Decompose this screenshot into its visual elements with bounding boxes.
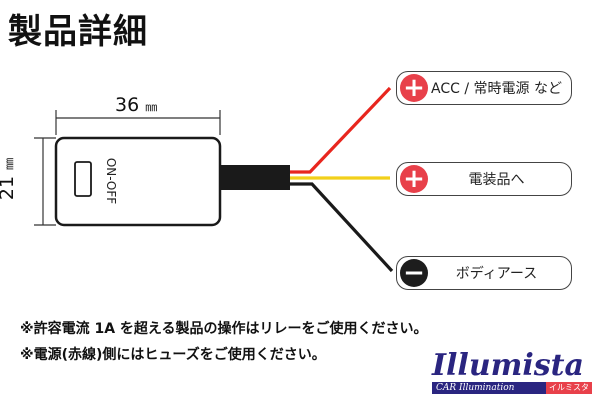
note-relay: ※許容電流 1A を超える製品の操作はリレーをご使用ください。 xyxy=(20,321,428,337)
plus-icon: + xyxy=(400,74,428,102)
logo-wordmark: Illumista xyxy=(432,348,584,383)
height-dimension xyxy=(34,137,56,226)
note-fuse: ※電源(赤線)側にはヒューズをご使用ください。 xyxy=(20,347,326,363)
width-dimension-label: 36 ㎜ xyxy=(115,94,158,116)
width-dimension xyxy=(55,110,221,135)
switch-toggle xyxy=(74,161,92,197)
connection-device-label: 電装品へ xyxy=(468,172,525,188)
page-title: 製品詳細 xyxy=(8,12,148,52)
height-dimension-label: 21 ㎜ xyxy=(0,157,19,201)
logo-tagline: CAR Illumination Studio xyxy=(436,383,515,405)
connection-ground-label: ボディアース xyxy=(455,266,538,282)
brand-logo: Illumista CAR Illumination Studio イルミスタ xyxy=(432,348,594,405)
logo-jp: イルミスタ xyxy=(546,382,592,394)
connection-acc-label: ACC / 常時電源 など xyxy=(431,81,562,97)
logo-tagline-bar: CAR Illumination Studio イルミスタ xyxy=(432,382,592,405)
switch-label: ON-OFF xyxy=(104,158,118,204)
connection-device: + 電装品へ xyxy=(396,162,572,196)
connection-acc: + ACC / 常時電源 など xyxy=(396,71,572,105)
cable-sheath xyxy=(220,165,290,190)
wire-red xyxy=(290,86,392,174)
plus-icon: + xyxy=(400,165,428,193)
minus-icon: − xyxy=(400,259,428,287)
connection-ground: − ボディアース xyxy=(396,256,572,290)
wire-black xyxy=(290,182,394,273)
